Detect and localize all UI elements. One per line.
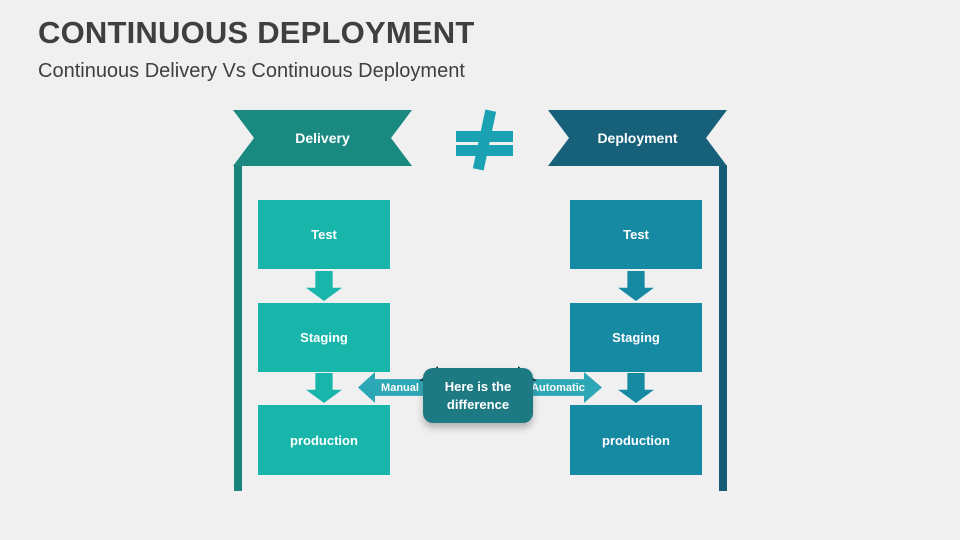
manual-arrow-label: Manual [381,381,419,394]
delivery-frame-line [234,165,242,491]
page-title: CONTINUOUS DEPLOYMENT [38,15,475,50]
deployment-step-staging: Staging [570,303,702,372]
difference-callout: Here is the difference [423,368,533,423]
delivery-step-staging: Staging [258,303,390,372]
delivery-banner: Delivery [233,110,412,166]
down-arrow-icon [618,271,654,301]
delivery-step-production: production [258,405,390,475]
deployment-step-production: production [570,405,702,475]
automatic-arrow-label: Automatic [531,381,585,394]
down-arrow-icon [618,373,654,403]
page-subtitle: Continuous Delivery Vs Continuous Deploy… [38,60,465,82]
automatic-arrow: Automatic [530,372,602,403]
down-arrow-icon [306,373,342,403]
delivery-banner-label: Delivery [295,130,350,146]
not-equal-icon [454,108,516,172]
deployment-step-test: Test [570,200,702,269]
difference-callout-label: Here is the difference [444,378,512,412]
deployment-banner-label: Deployment [597,130,678,146]
deployment-banner: Deployment [548,110,727,166]
delivery-step-test: Test [258,200,390,269]
down-arrow-icon [306,271,342,301]
manual-arrow: Manual [358,372,426,403]
deployment-frame-line [719,165,727,491]
